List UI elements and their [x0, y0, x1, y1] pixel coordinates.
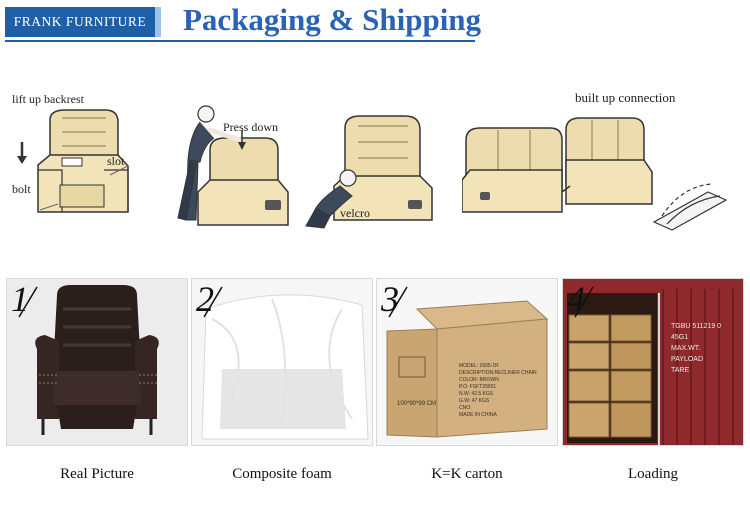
caption-loading: Loading	[628, 466, 678, 482]
brand-name: FRANK FURNITURE	[13, 14, 147, 29]
caption-real-picture: Real Picture	[60, 466, 134, 482]
carton-size: 100*90*99 CM	[397, 401, 437, 407]
caption-carton: K=K carton	[431, 466, 503, 482]
step-slash	[574, 286, 594, 318]
carton-label-line: P.O: FSFT20001	[459, 384, 497, 390]
step-number: 4	[567, 279, 585, 319]
foam-wrapped-chair	[201, 294, 369, 440]
shipping-container	[563, 279, 743, 445]
carton-label-line: MODEL: 2605-1R	[459, 363, 499, 369]
header-divider	[5, 40, 475, 42]
lift-backrest-label: lift up backrest	[12, 92, 84, 106]
step-panel-carton: 3 MODEL: 2605-1R DESCRIPTION:RECLINER CH…	[376, 278, 558, 446]
carton-label-line: G.W: 47 KGS	[459, 398, 490, 404]
step-number: 3	[381, 279, 399, 319]
velcro-label: velcro	[340, 206, 370, 220]
bolt-label: bolt	[12, 182, 31, 196]
carton-label-line: CNO:	[459, 405, 472, 411]
container-marking: TGBU 511219 0	[671, 323, 722, 330]
step-panel-real-picture: 1	[6, 278, 188, 446]
container-marking: 45G1	[671, 334, 689, 341]
recliner-photo	[35, 285, 159, 435]
carton-label-line: DESCRIPTION:RECLINER CHAIR	[459, 370, 537, 376]
container-marking: MAX.WT.	[671, 345, 701, 352]
press-down-illustration	[177, 105, 289, 226]
step-slash	[203, 286, 223, 318]
step-panel-composite-foam: 2	[191, 278, 373, 446]
sofa-connection-illustration	[462, 117, 728, 231]
step-number: 1	[11, 279, 29, 319]
carton-label: MODEL: 2605-1R DESCRIPTION:RECLINER CHAI…	[459, 363, 537, 419]
container-markings: TGBU 511219 0 45G1 MAX.WT. PAYLOAD TARE	[671, 321, 721, 376]
carton-label-line: N.W: 42.5 KGS	[459, 391, 494, 397]
velcro-illustration	[305, 115, 433, 229]
carton-label-line: COLOR: BROWN	[459, 377, 499, 383]
recliner-backrest-illustration	[17, 109, 129, 213]
step-number: 2	[196, 279, 214, 319]
carton-box	[386, 300, 549, 438]
caption-composite-foam: Composite foam	[232, 466, 332, 482]
brand-logo: FRANK FURNITURE	[5, 7, 161, 37]
connection-label: built up connection	[575, 90, 676, 105]
slot-label: slot	[107, 154, 125, 168]
step-panel-loading: 4 TGBU 511219 0 45G1 MAX.WT. PAYLOAD TAR…	[562, 278, 744, 446]
carton-label-line: MADE IN CHINA	[459, 412, 497, 418]
step-slash	[18, 286, 38, 318]
step-slash	[388, 286, 408, 318]
container-marking: PAYLOAD	[671, 356, 704, 363]
instruction-strip: lift up backrest slot bolt Press down ve…	[0, 80, 750, 240]
container-marking: TARE	[671, 367, 690, 374]
page-title: Packaging & Shipping	[183, 2, 482, 37]
press-down-label: Press down	[223, 120, 279, 134]
